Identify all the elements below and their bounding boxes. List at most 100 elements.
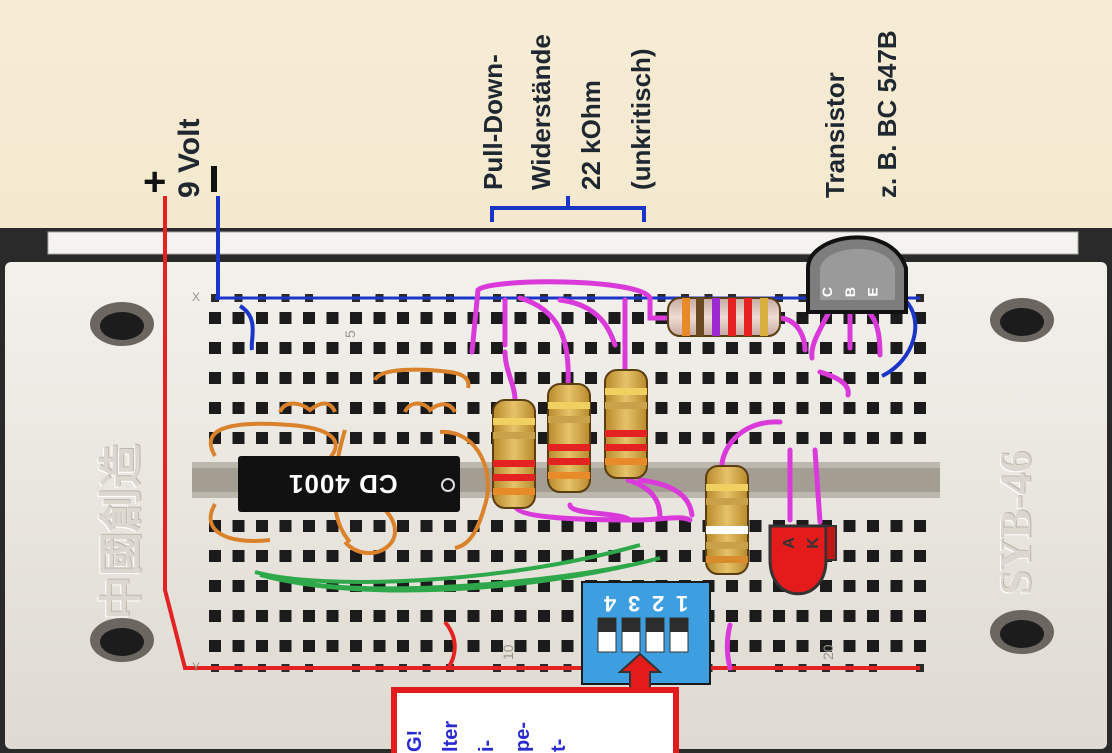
breadboard-hole bbox=[350, 342, 362, 354]
pulldown-label-line3: 22 kOhm bbox=[576, 80, 606, 190]
dip-number-3: 3 bbox=[628, 591, 641, 616]
pulldown-label-line4: (unkritisch) bbox=[626, 48, 656, 190]
breadboard-hole bbox=[890, 640, 903, 652]
breadboard-hole bbox=[326, 520, 339, 532]
breadboard-hole bbox=[538, 550, 550, 562]
breadboard-hole bbox=[444, 342, 456, 354]
breadboard-hole bbox=[914, 372, 926, 384]
warning-box bbox=[391, 687, 679, 753]
breadboard-hole bbox=[444, 610, 456, 622]
breadboard-hole bbox=[279, 432, 292, 444]
breadboard-hole bbox=[702, 342, 715, 354]
breadboard-hole bbox=[749, 432, 762, 444]
breadboard-hole bbox=[373, 520, 386, 532]
breadboard-hole bbox=[820, 640, 832, 652]
breadboard-hole bbox=[796, 640, 809, 652]
resistor-led bbox=[705, 465, 749, 575]
breadboard-hole bbox=[561, 610, 574, 622]
voltage-label: 9 Volt bbox=[173, 118, 206, 198]
breadboard-hole bbox=[561, 640, 574, 652]
breadboard-hole bbox=[749, 640, 762, 652]
breadboard-hole bbox=[796, 312, 809, 324]
breadboard-hole bbox=[867, 432, 879, 444]
breadboard-hole bbox=[209, 372, 221, 384]
breadboard-hole bbox=[820, 342, 832, 354]
breadboard-hole bbox=[514, 550, 527, 562]
transistor-label-line2: z. B. BC 547B bbox=[872, 30, 902, 198]
breadboard-hole bbox=[232, 520, 245, 532]
breadboard-hole bbox=[749, 402, 762, 414]
breadboard-hole bbox=[514, 372, 527, 384]
breadboard-hole bbox=[397, 432, 409, 444]
breadboard-hole bbox=[655, 342, 668, 354]
breadboard-hole bbox=[914, 520, 926, 532]
breadboard-hole bbox=[538, 610, 550, 622]
breadboard-hole bbox=[420, 312, 433, 324]
resistor-pulldown-2 bbox=[547, 383, 591, 493]
breadboard-hole bbox=[420, 550, 433, 562]
breadboard-hole bbox=[796, 402, 809, 414]
warning-fragment-1: G! bbox=[404, 729, 426, 752]
pulldown-label-line2: Widerstände bbox=[526, 34, 556, 190]
breadboard-hole bbox=[820, 580, 832, 592]
breadboard-hole bbox=[209, 312, 221, 324]
resistor-base bbox=[667, 297, 781, 337]
breadboard-hole bbox=[773, 342, 785, 354]
orange-wires bbox=[208, 367, 490, 555]
breadboard-hole bbox=[867, 640, 879, 652]
breadboard-hole bbox=[796, 372, 809, 384]
breadboard-hole bbox=[256, 402, 268, 414]
breadboard-hole bbox=[561, 312, 574, 324]
breadboard-hole bbox=[867, 342, 879, 354]
breadboard-hole bbox=[890, 402, 903, 414]
breadboard-hole bbox=[608, 312, 621, 324]
breadboard-hole bbox=[256, 520, 268, 532]
breadboard-hole bbox=[890, 550, 903, 562]
breadboard-hole bbox=[350, 610, 362, 622]
resistor-pulldown-3 bbox=[604, 369, 648, 479]
breadboard-hole bbox=[279, 640, 292, 652]
breadboard-hole bbox=[820, 432, 832, 444]
breadboard-hole bbox=[914, 342, 926, 354]
breadboard-hole bbox=[256, 550, 268, 562]
row-letter-y: Y bbox=[192, 660, 201, 674]
breadboard-hole bbox=[749, 520, 762, 532]
breadboard-hole bbox=[209, 402, 221, 414]
breadboard-hole bbox=[491, 640, 503, 652]
breadboard-hole bbox=[867, 580, 879, 592]
breadboard-hole bbox=[655, 402, 668, 414]
breadboard-hole bbox=[256, 640, 268, 652]
chip-label: CD 4001 bbox=[288, 469, 398, 499]
breadboard-hole bbox=[914, 402, 926, 414]
breadboard-hole bbox=[326, 610, 339, 622]
breadboard-hole bbox=[303, 432, 315, 444]
breadboard-hole bbox=[561, 550, 574, 562]
breadboard-hole bbox=[350, 402, 362, 414]
breadboard-hole bbox=[232, 610, 245, 622]
breadboard-hole bbox=[467, 402, 480, 414]
breadboard-hole bbox=[773, 610, 785, 622]
breadboard-hole bbox=[914, 432, 926, 444]
breadboard-hole bbox=[867, 372, 879, 384]
breadboard-hole bbox=[232, 372, 245, 384]
plus-sign: + bbox=[143, 160, 167, 204]
breadboard-hole bbox=[420, 342, 433, 354]
breadboard-hole bbox=[890, 580, 903, 592]
breadboard-hole bbox=[303, 520, 315, 532]
breadboard-hole bbox=[232, 580, 245, 592]
breadboard-hole bbox=[867, 402, 879, 414]
breadboard-hole bbox=[373, 432, 386, 444]
breadboard-hole bbox=[561, 580, 574, 592]
breadboard-hole bbox=[655, 432, 668, 444]
breadboard-hole bbox=[726, 342, 738, 354]
breadboard-hole bbox=[655, 520, 668, 532]
board-logo-right: SYB-46 bbox=[991, 450, 1040, 595]
breadboard-hole bbox=[538, 640, 550, 652]
wire-red-jumper bbox=[443, 620, 457, 670]
breadboard-hole bbox=[397, 640, 409, 652]
breadboard-hole bbox=[350, 432, 362, 444]
breadboard-hole bbox=[303, 342, 315, 354]
breadboard-hole bbox=[796, 610, 809, 622]
breadboard-hole bbox=[444, 520, 456, 532]
